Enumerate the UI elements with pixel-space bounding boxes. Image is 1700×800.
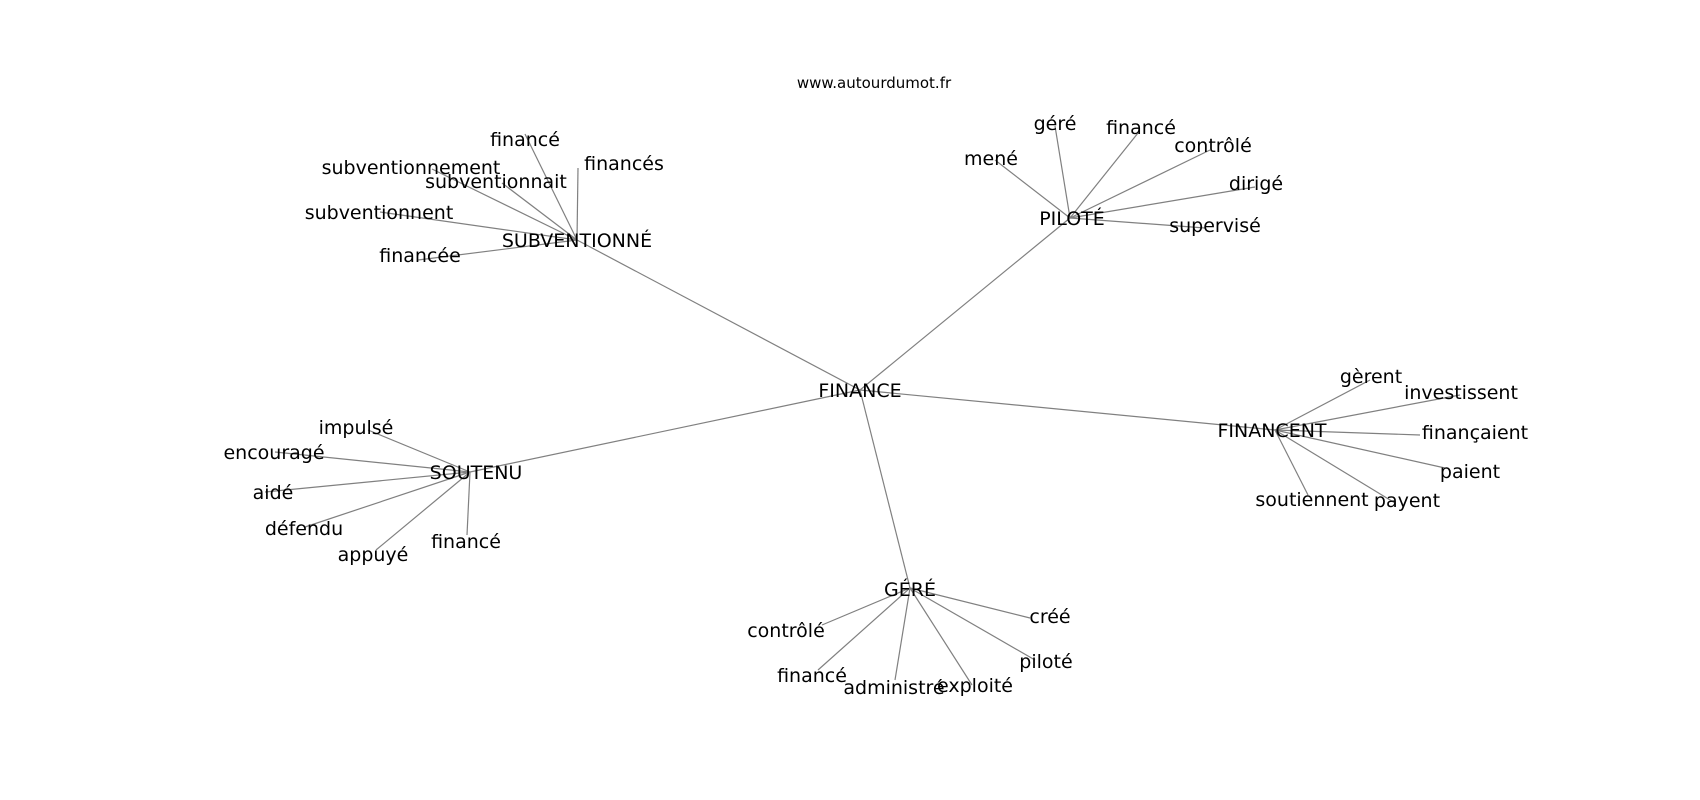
leaf-word-label: créé bbox=[1029, 606, 1070, 628]
leaf-edge bbox=[431, 168, 578, 241]
leaf-word-label: impulsé bbox=[319, 417, 394, 439]
center-edge bbox=[576, 239, 861, 391]
leaf-word-label: financé bbox=[777, 665, 847, 687]
leaf-edge bbox=[909, 587, 1036, 661]
center-edge bbox=[859, 217, 1071, 391]
leaf-word-label: financée bbox=[379, 245, 461, 267]
leaf-edge bbox=[264, 471, 471, 493]
leaf-word-label: encouragé bbox=[223, 442, 324, 464]
leaf-word-label: administré bbox=[843, 677, 944, 699]
hub-word-label: GÉRÉ bbox=[884, 578, 936, 601]
hub-word-label: FINANCENT bbox=[1217, 420, 1326, 442]
hub-word-label: SUBVENTIONNÉ bbox=[502, 229, 652, 252]
leaf-edge bbox=[466, 471, 471, 536]
leaf-word-label: mené bbox=[964, 148, 1018, 170]
edges bbox=[264, 125, 1461, 686]
leaf-edge bbox=[1274, 429, 1421, 436]
leaf-word-label: appuyé bbox=[338, 544, 409, 566]
leaf-edge bbox=[894, 587, 911, 681]
leaf-word-label: dirigé bbox=[1229, 173, 1283, 195]
center-word-label: FINANCE bbox=[818, 380, 901, 402]
leaf-edge bbox=[1274, 379, 1371, 431]
leaf-edge bbox=[304, 471, 471, 528]
leaf-word-label: financé bbox=[1106, 117, 1176, 139]
leaf-word-label: financés bbox=[584, 153, 664, 175]
leaf-edge bbox=[1069, 217, 1206, 229]
leaf-edge bbox=[1069, 132, 1139, 219]
labels: financéfinancéssubventionnementsubventio… bbox=[223, 113, 1528, 699]
leaf-word-label: contrôlé bbox=[1174, 135, 1252, 157]
leaf-edge bbox=[1274, 429, 1309, 496]
leaf-edge bbox=[909, 587, 1031, 619]
leaf-word-label: piloté bbox=[1019, 651, 1072, 673]
leaf-word-label: géré bbox=[1034, 113, 1077, 135]
leaf-edge bbox=[1069, 186, 1256, 219]
leaf-word-label: payent bbox=[1374, 490, 1440, 512]
leaf-word-label: soutiennent bbox=[1255, 489, 1368, 511]
leaf-edge bbox=[417, 239, 578, 261]
leaf-edge bbox=[501, 182, 578, 241]
leaf-edge bbox=[817, 587, 911, 671]
hub-word-label: SOUTENU bbox=[430, 462, 523, 484]
leaf-word-label: financé bbox=[431, 531, 501, 553]
center-edge bbox=[469, 389, 861, 473]
center-edge bbox=[859, 389, 911, 589]
leaf-word-label: financé bbox=[490, 129, 560, 151]
leaf-edge bbox=[576, 167, 579, 241]
leaf-word-label: aidé bbox=[253, 482, 294, 504]
leaf-word-label: supervisé bbox=[1169, 215, 1261, 237]
site-watermark: www.autourdumot.fr bbox=[797, 74, 952, 92]
leaf-edge bbox=[1274, 429, 1446, 469]
leaf-edge bbox=[274, 451, 471, 473]
leaf-edge bbox=[379, 211, 578, 241]
leaf-edge bbox=[524, 133, 578, 241]
leaf-word-label: contrôlé bbox=[747, 620, 825, 642]
leaf-edge bbox=[909, 587, 973, 686]
leaf-word-label: investissent bbox=[1404, 382, 1518, 404]
leaf-edge bbox=[375, 471, 471, 551]
leaf-edge bbox=[821, 587, 911, 626]
leaf-edge bbox=[994, 159, 1071, 219]
leaf-edge bbox=[1274, 429, 1396, 504]
leaf-edge bbox=[367, 429, 471, 473]
leaf-word-label: finançaient bbox=[1422, 422, 1528, 444]
leaf-word-label: subventionnent bbox=[305, 202, 454, 224]
leaf-word-label: subventionnait bbox=[425, 171, 567, 193]
leaf-edge bbox=[1274, 394, 1461, 431]
leaf-word-label: gèrent bbox=[1340, 366, 1402, 388]
leaf-edge bbox=[1069, 149, 1211, 219]
center-edge bbox=[859, 389, 1276, 431]
leaf-word-label: défendu bbox=[265, 518, 343, 540]
leaf-edge bbox=[1054, 125, 1071, 219]
hub-word-label: PILOTÉ bbox=[1039, 207, 1105, 230]
leaf-word-label: subventionnement bbox=[322, 157, 501, 179]
leaf-word-label: exploité bbox=[937, 675, 1013, 697]
leaf-word-label: paient bbox=[1440, 461, 1500, 483]
